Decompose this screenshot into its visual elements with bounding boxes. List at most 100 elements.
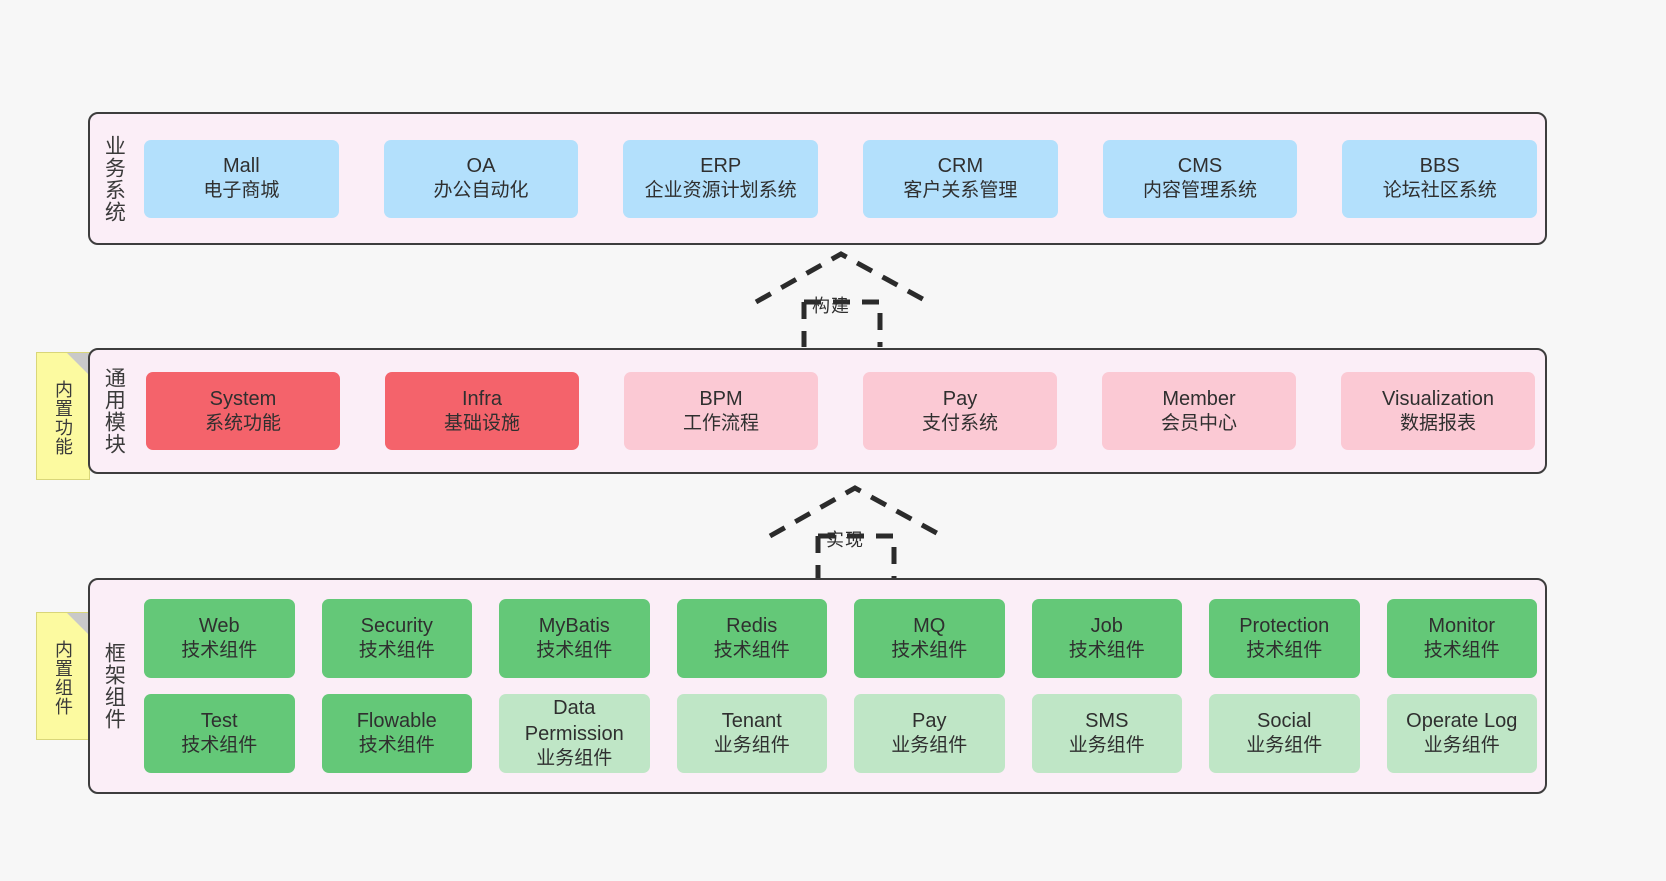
card-name: Web [198,615,240,638]
framework-card-flowable[interactable]: Flowable 技术组件 [321,694,472,773]
builtin-features-note-label: 内置功能 [53,380,73,456]
implement-arrow-label: 实现 [826,530,864,550]
card-name: Test [200,710,238,733]
common-modules-row: System 系统功能 Infra 基础设施 BPM 工作流程 Pay 支付系统… [146,372,1535,450]
business-card-erp[interactable]: ERP 企业资源计划系统 [623,139,819,218]
card-desc: 技术组件 [713,640,790,662]
build-arrow-icon [754,251,930,347]
card-desc: 技术组件 [536,640,613,662]
framework-card-security[interactable]: Security 技术组件 [321,599,472,678]
card-desc: 电子商城 [203,180,280,202]
framework-card-web[interactable]: Web 技术组件 [144,599,295,678]
framework-card-job[interactable]: Job 技术组件 [1031,599,1182,678]
card-desc: 会员中心 [1160,412,1237,434]
framework-card-test[interactable]: Test 技术组件 [144,694,295,773]
card-name: ERP [700,155,742,178]
card-desc: 业务组件 [1423,735,1500,757]
implement-arrow-icon [768,485,944,581]
common-modules-layer: 通用模块 System 系统功能 Infra 基础设施 BPM 工作流程 Pay… [88,348,1547,474]
business-systems-items: Mall 电子商城 OA 办公自动化 ERP 企业资源计划系统 CRM 客户关系… [136,114,1545,243]
framework-components-layer-title: 框架组件 [102,642,126,730]
card-desc: 业务组件 [713,735,790,757]
card-name: Flowable [356,710,437,733]
card-desc: 支付系统 [921,412,998,434]
card-desc: 基础设施 [443,412,520,434]
card-name: MyBatis [538,615,610,638]
module-card-pay[interactable]: Pay 支付系统 [863,372,1057,450]
business-card-cms[interactable]: CMS 内容管理系统 [1102,139,1298,218]
framework-card-monitor[interactable]: Monitor 技术组件 [1386,599,1537,678]
card-desc: 技术组件 [1246,640,1323,662]
card-name: CMS [1177,155,1223,178]
card-name: OA [466,155,496,178]
card-name: Data Permission [524,697,624,746]
framework-card-sms[interactable]: SMS 业务组件 [1031,694,1182,773]
card-name: Social [1257,710,1312,733]
module-card-bpm[interactable]: BPM 工作流程 [624,372,818,450]
card-desc: 技术组件 [181,640,258,662]
module-card-visualization[interactable]: Visualization 数据报表 [1341,372,1535,450]
business-card-oa[interactable]: OA 办公自动化 [383,139,579,218]
card-name: Pay [912,710,947,733]
card-name: BBS [1419,155,1460,178]
card-name: Security [360,615,433,638]
builtin-components-note-label: 内置组件 [53,640,73,716]
common-modules-items: System 系统功能 Infra 基础设施 BPM 工作流程 Pay 支付系统… [136,350,1545,472]
common-modules-layer-title: 通用模块 [102,367,126,455]
framework-card-pay[interactable]: Pay 业务组件 [854,694,1005,773]
business-systems-row: Mall 电子商城 OA 办公自动化 ERP 企业资源计划系统 CRM 客户关系… [144,139,1538,218]
card-desc: 企业资源计划系统 [644,180,797,202]
card-desc: 技术组件 [1068,640,1145,662]
module-card-infra[interactable]: Infra 基础设施 [385,372,579,450]
card-name: Tenant [721,710,782,733]
card-name: Member [1162,387,1236,410]
card-name: Monitor [1428,615,1496,638]
build-arrow-label: 构建 [812,296,850,316]
framework-business-row: Test 技术组件 Flowable 技术组件 Data Permission … [144,694,1537,773]
business-systems-layer-title: 业务系统 [102,134,126,223]
card-desc: 技术组件 [181,735,258,757]
card-name: Protection [1239,615,1330,638]
card-desc: 论坛社区系统 [1382,180,1497,202]
card-desc: 系统功能 [204,412,281,434]
business-card-bbs[interactable]: BBS 论坛社区系统 [1342,139,1538,218]
card-desc: 客户关系管理 [903,180,1018,202]
card-name: SMS [1085,710,1129,733]
framework-tech-row: Web 技术组件 Security 技术组件 MyBatis 技术组件 Redi… [144,599,1537,678]
framework-card-social[interactable]: Social 业务组件 [1209,694,1360,773]
card-name: Job [1090,615,1123,638]
framework-card-tenant[interactable]: Tenant 业务组件 [676,694,827,773]
framework-card-operate-log[interactable]: Operate Log 业务组件 [1386,694,1537,773]
card-desc: 内容管理系统 [1143,180,1258,202]
card-desc: 技术组件 [1423,640,1500,662]
card-desc: 数据报表 [1399,412,1476,434]
card-desc: 业务组件 [1246,735,1323,757]
builtin-features-note: 内置功能 [36,352,90,480]
framework-card-data-permission[interactable]: Data Permission 业务组件 [499,694,650,773]
business-card-crm[interactable]: CRM 客户关系管理 [863,139,1058,218]
card-name: CRM [937,155,984,178]
card-name: Infra [461,387,503,410]
framework-card-mybatis[interactable]: MyBatis 技术组件 [499,599,650,678]
build-arrow: 构建 [752,251,932,347]
card-desc: 工作流程 [682,412,759,434]
framework-components-layer: 框架组件 Web 技术组件 Security 技术组件 MyBatis 技术组件… [88,578,1547,794]
framework-card-redis[interactable]: Redis 技术组件 [676,599,827,678]
card-name: Mall [223,155,260,178]
card-desc: 技术组件 [891,640,968,662]
card-name: BPM [699,387,743,410]
module-card-system[interactable]: System 系统功能 [146,372,340,450]
framework-card-mq[interactable]: MQ 技术组件 [854,599,1005,678]
framework-components-items: Web 技术组件 Security 技术组件 MyBatis 技术组件 Redi… [136,580,1545,792]
business-card-mall[interactable]: Mall 电子商城 [144,139,339,218]
card-desc: 技术组件 [358,735,435,757]
card-desc: 业务组件 [891,735,968,757]
business-systems-layer: 业务系统 Mall 电子商城 OA 办公自动化 ERP 企业资源计划系统 CRM… [88,112,1547,245]
module-card-member[interactable]: Member 会员中心 [1102,372,1296,450]
card-name: MQ [913,615,946,638]
implement-arrow: 实现 [766,485,946,581]
card-name: Redis [726,615,778,638]
card-name: Visualization [1382,387,1494,410]
framework-card-protection[interactable]: Protection 技术组件 [1209,599,1360,678]
